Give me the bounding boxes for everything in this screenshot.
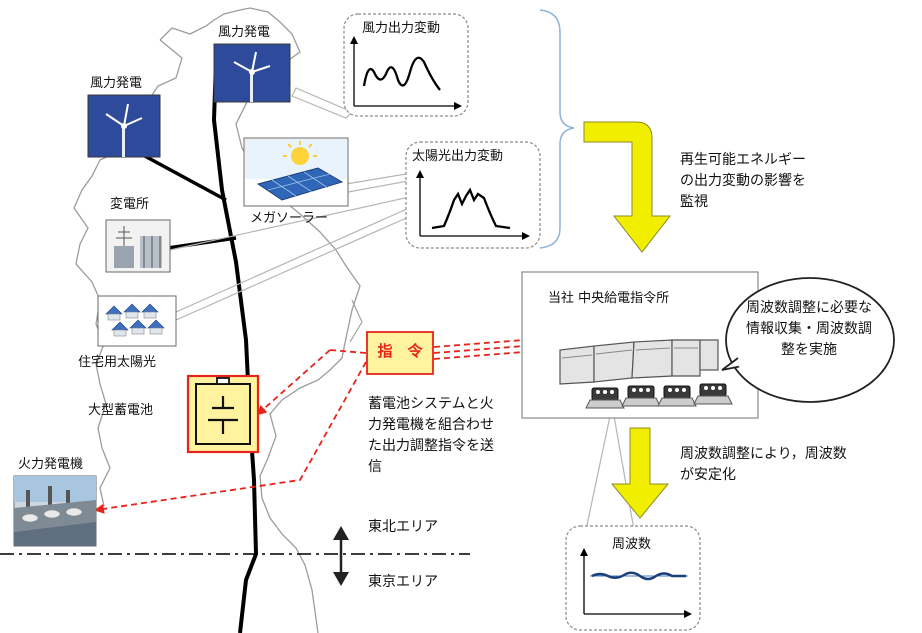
command-description: 蓄電池システムと火力発電機を組合わせた出力調整指令を送信 bbox=[368, 396, 494, 475]
wind-graph-box bbox=[343, 13, 469, 117]
residential-solar-icon bbox=[97, 295, 177, 347]
control-center-title: 当社 中央給電指令所 bbox=[548, 291, 670, 306]
control-bubble-text: 周波数調整に必要な情報収集・周波数調整を実施 bbox=[746, 300, 872, 358]
frequency-graph-plot bbox=[580, 548, 692, 618]
solar-graph-title: 太陽光出力変動 bbox=[412, 149, 504, 164]
monitor-bracket bbox=[539, 9, 575, 249]
command-box bbox=[366, 331, 434, 375]
substation-label: 変電所 bbox=[110, 197, 150, 212]
mega-solar-icon bbox=[243, 137, 349, 207]
frequency-graph-box bbox=[565, 525, 701, 631]
stabilize-yellow-arrow bbox=[610, 427, 670, 519]
residential-solar-label: 住宅用太陽光 bbox=[78, 355, 157, 370]
large-battery-label: 大型蓄電池 bbox=[88, 403, 154, 418]
tokyo-area-label: 東京エリア bbox=[368, 574, 438, 590]
thermal-plant-label: 火力発電機 bbox=[18, 457, 84, 472]
wind-graph-title: 風力出力変動 bbox=[362, 21, 441, 36]
monitor-yellow-arrow bbox=[583, 121, 672, 253]
battery-icon bbox=[186, 374, 260, 454]
command-arrows bbox=[94, 339, 525, 514]
substation-icon bbox=[105, 219, 171, 273]
mega-solar-label: メガソーラー bbox=[250, 211, 329, 226]
tohoku-area-label: 東北エリア bbox=[368, 519, 438, 535]
monitor-text: 再生可能エネルギーの出力変動の影響を監視 bbox=[680, 152, 806, 210]
thermal-plant-icon bbox=[13, 475, 97, 547]
wind-turbine-left-icon bbox=[87, 94, 161, 158]
solar-graph-plot bbox=[416, 170, 530, 240]
stabilize-text: 周波数調整により，周波数が安定化 bbox=[680, 446, 847, 483]
control-room-console-icon bbox=[559, 339, 733, 409]
frequency-graph-title: 周波数 bbox=[612, 537, 652, 552]
control-bubble bbox=[725, 277, 895, 403]
wind-graph-plot bbox=[350, 36, 462, 110]
wind-turbine-right-icon bbox=[213, 43, 291, 103]
command-label: 指 令 bbox=[377, 342, 423, 360]
wind-left-label: 風力発電 bbox=[90, 76, 143, 91]
area-up-down-arrow bbox=[333, 526, 349, 586]
wind-right-label: 風力発電 bbox=[218, 25, 271, 40]
